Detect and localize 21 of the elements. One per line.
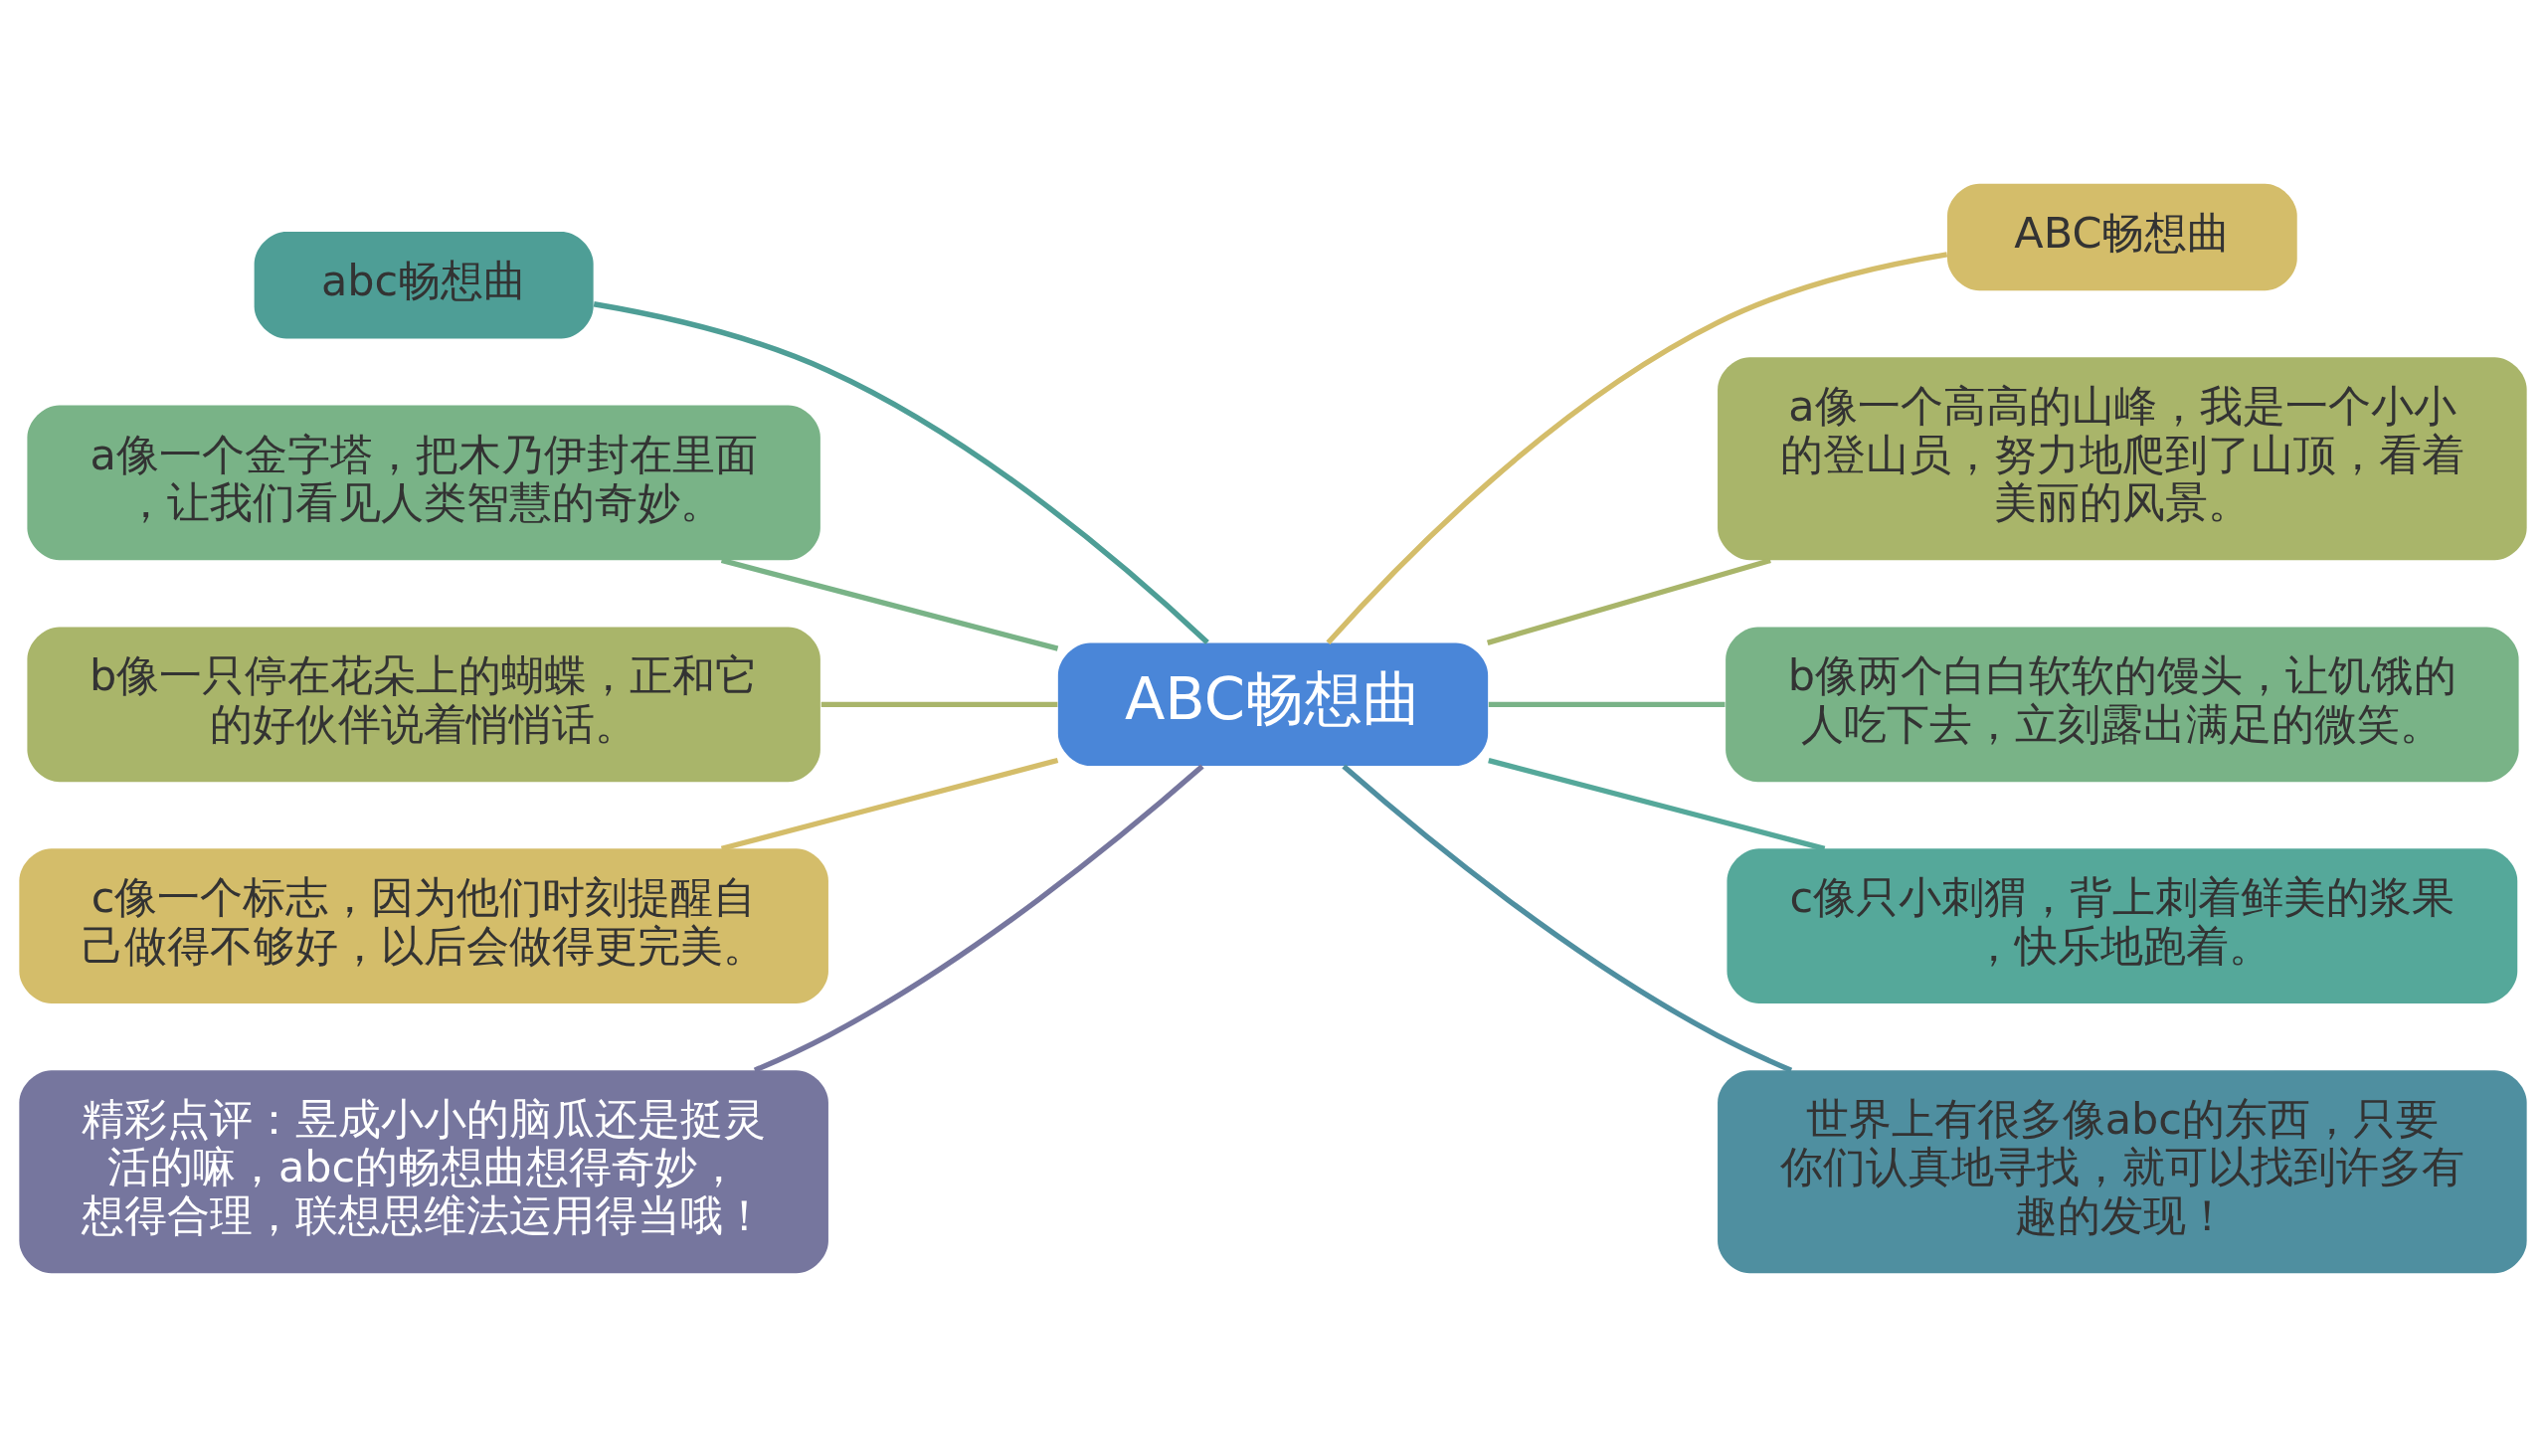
node-box: b像一只停在花朵上的蝴蝶，正和它的好伙伴说着悄悄话。 [27, 626, 820, 782]
connector [820, 701, 1058, 707]
connector [1488, 701, 1726, 707]
node-box: 世界上有很多像abc的东西，只要你们认真地寻找，就可以找到许多有趣的发现！ [1718, 1069, 2527, 1273]
connector [720, 557, 1059, 651]
connector [1326, 251, 1948, 644]
node-box: 精彩点评：昱成小小的脑瓜还是挺灵活的嘛，abc的畅想曲想得奇妙，想得合理，联想思维法运用得当哦！ [19, 1069, 828, 1273]
node-box: b像两个白白软软的馒头，让饥饿的人吃下去，立刻露出满足的微笑。 [1726, 626, 2519, 782]
node-box: a像一个金字塔，把木乃伊封在里面，让我们看见人类智慧的奇妙。 [27, 405, 820, 560]
node-box: c像一个标志，因为他们时刻提醒自己做得不够好，以后会做得更完美。 [19, 847, 828, 1003]
connector [753, 764, 1204, 1073]
node-box: abc畅想曲 [254, 231, 594, 338]
connector [593, 300, 1209, 644]
node-box: c像只小刺猬，背上刺着鲜美的浆果，快乐地跑着。 [1727, 847, 2518, 1003]
connector [720, 757, 1059, 851]
node-box: ABC畅想曲 [1057, 642, 1489, 766]
node-box: ABC畅想曲 [1947, 183, 2297, 290]
connector [1486, 557, 1771, 645]
connector [1488, 757, 1826, 851]
connector [1342, 764, 1793, 1073]
node-box: a像一个高高的山峰，我是一个小小的登山员，努力地爬到了山顶，看着美丽的风景。 [1718, 356, 2527, 560]
